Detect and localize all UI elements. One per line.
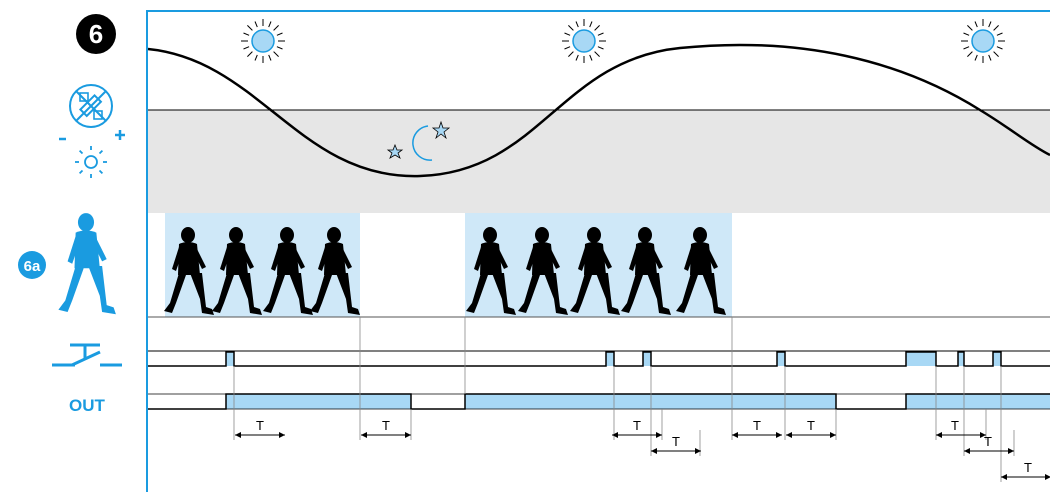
t-label: T [633,418,641,433]
t-label: T [1024,460,1032,475]
person-walking-icon [58,213,116,315]
t-dimensions [234,431,1050,481]
light-threshold-band [148,110,1050,213]
step-number: 6 [89,19,103,49]
sun-icon [960,18,1006,64]
star-icon [431,120,451,140]
motion-badge [18,251,46,279]
light-sensor-icon [69,84,113,128]
step-badge [76,14,116,54]
motion-label: 6a [24,258,41,275]
switch-signal-row [148,350,1050,367]
t-label: T [382,418,390,433]
star-icon [386,143,404,159]
switch-symbol-icon [52,343,122,367]
t-label: T [807,418,815,433]
daylight-curve [147,43,1050,178]
t-label: T [951,418,959,433]
moon-icon [412,125,433,161]
out-signal-row [148,393,1050,410]
plus-icon [115,130,125,140]
out-label: OUT [69,396,106,415]
sun-small-icon [75,146,107,178]
t-label: T [984,434,992,449]
sun-icon [561,18,607,64]
t-label: T [753,418,761,433]
guide-lines [233,317,1015,482]
t-label: T [672,434,680,449]
t-label: T [256,418,264,433]
sun-icon [240,18,286,64]
